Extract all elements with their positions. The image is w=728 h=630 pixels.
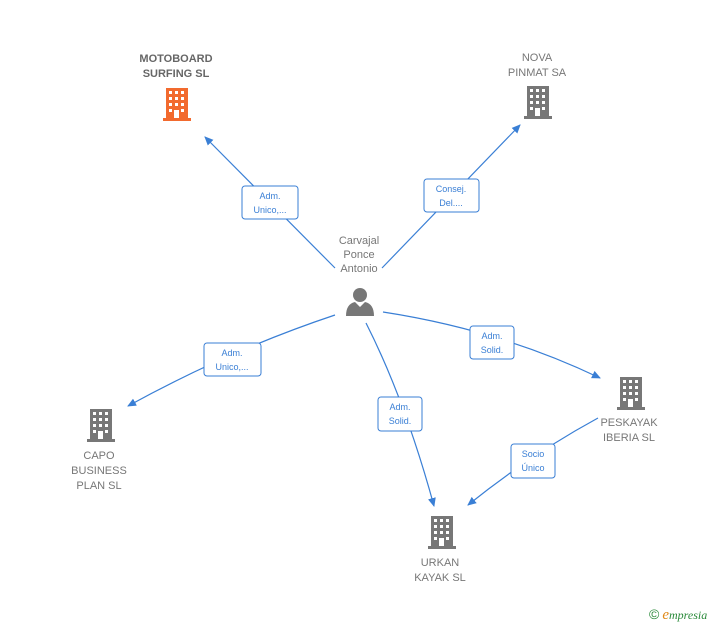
edge-label-line1: Adm. [389, 402, 410, 412]
building-icon [617, 377, 645, 410]
edge-label-line2: Del.... [439, 198, 463, 208]
edge-label-peskayak[interactable]: Adm. Solid. [469, 325, 515, 360]
building-icon [87, 409, 115, 442]
building-icon [428, 516, 456, 549]
person-icon [346, 288, 374, 316]
node-urkan[interactable]: URKAN KAYAK SL [414, 516, 466, 584]
node-label-line2: IBERIA SL [603, 432, 655, 444]
building-icon [524, 86, 552, 119]
edge-label-nova[interactable]: Consej. Del.... [423, 178, 480, 213]
edge-label-line1: Consej. [436, 184, 467, 194]
node-person[interactable]: Carvajal Ponce Antonio [339, 235, 379, 316]
brand-footer: © empresia [649, 606, 707, 624]
edge-label-socio[interactable]: Socio Único [510, 443, 556, 479]
edge-label-line2: Solid. [389, 416, 412, 426]
node-label-line1: Carvajal [339, 235, 379, 247]
node-capo[interactable]: CAPO BUSINESS PLAN SL [71, 409, 127, 492]
edge-label-line1: Adm. [481, 331, 502, 341]
node-nova[interactable]: NOVA PINMAT SA [508, 52, 567, 119]
node-label-line3: Antonio [340, 263, 377, 275]
node-label-line1: URKAN [421, 557, 460, 569]
node-label-line1: MOTOBOARD [139, 53, 212, 65]
node-peskayak[interactable]: PESKAYAK IBERIA SL [600, 377, 658, 444]
edge-label-line2: Unico,... [215, 362, 248, 372]
edge-label-motoboard[interactable]: Adm. Unico,... [241, 185, 299, 220]
node-label-line1: PESKAYAK [600, 417, 658, 429]
node-label-line2: BUSINESS [71, 465, 127, 477]
node-label-line2: PINMAT SA [508, 67, 567, 79]
node-label-line1: CAPO [83, 450, 115, 462]
edge-label-line1: Socio [522, 449, 545, 459]
edge-label-line2: Solid. [481, 345, 504, 355]
node-label-line1: NOVA [522, 52, 553, 64]
edge-label-line1: Adm. [259, 191, 280, 201]
node-label-line2: Ponce [343, 249, 374, 261]
brand-initial: e [662, 607, 669, 623]
edge-label-line2: Unico,... [253, 205, 286, 215]
copyright-icon: © [649, 606, 660, 622]
node-label-line2: KAYAK SL [414, 572, 466, 584]
edge-label-capo[interactable]: Adm. Unico,... [203, 342, 262, 377]
brand-name: mpresia [669, 608, 708, 622]
edge-label-line1: Adm. [221, 348, 242, 358]
node-motoboard[interactable]: MOTOBOARD SURFING SL [139, 53, 213, 121]
node-label-line2: SURFING SL [143, 68, 210, 80]
edge-label-line2: Único [521, 463, 544, 473]
node-label-line3: PLAN SL [76, 480, 121, 492]
building-icon [163, 88, 191, 121]
edge-label-urkan[interactable]: Adm. Solid. [377, 396, 423, 432]
